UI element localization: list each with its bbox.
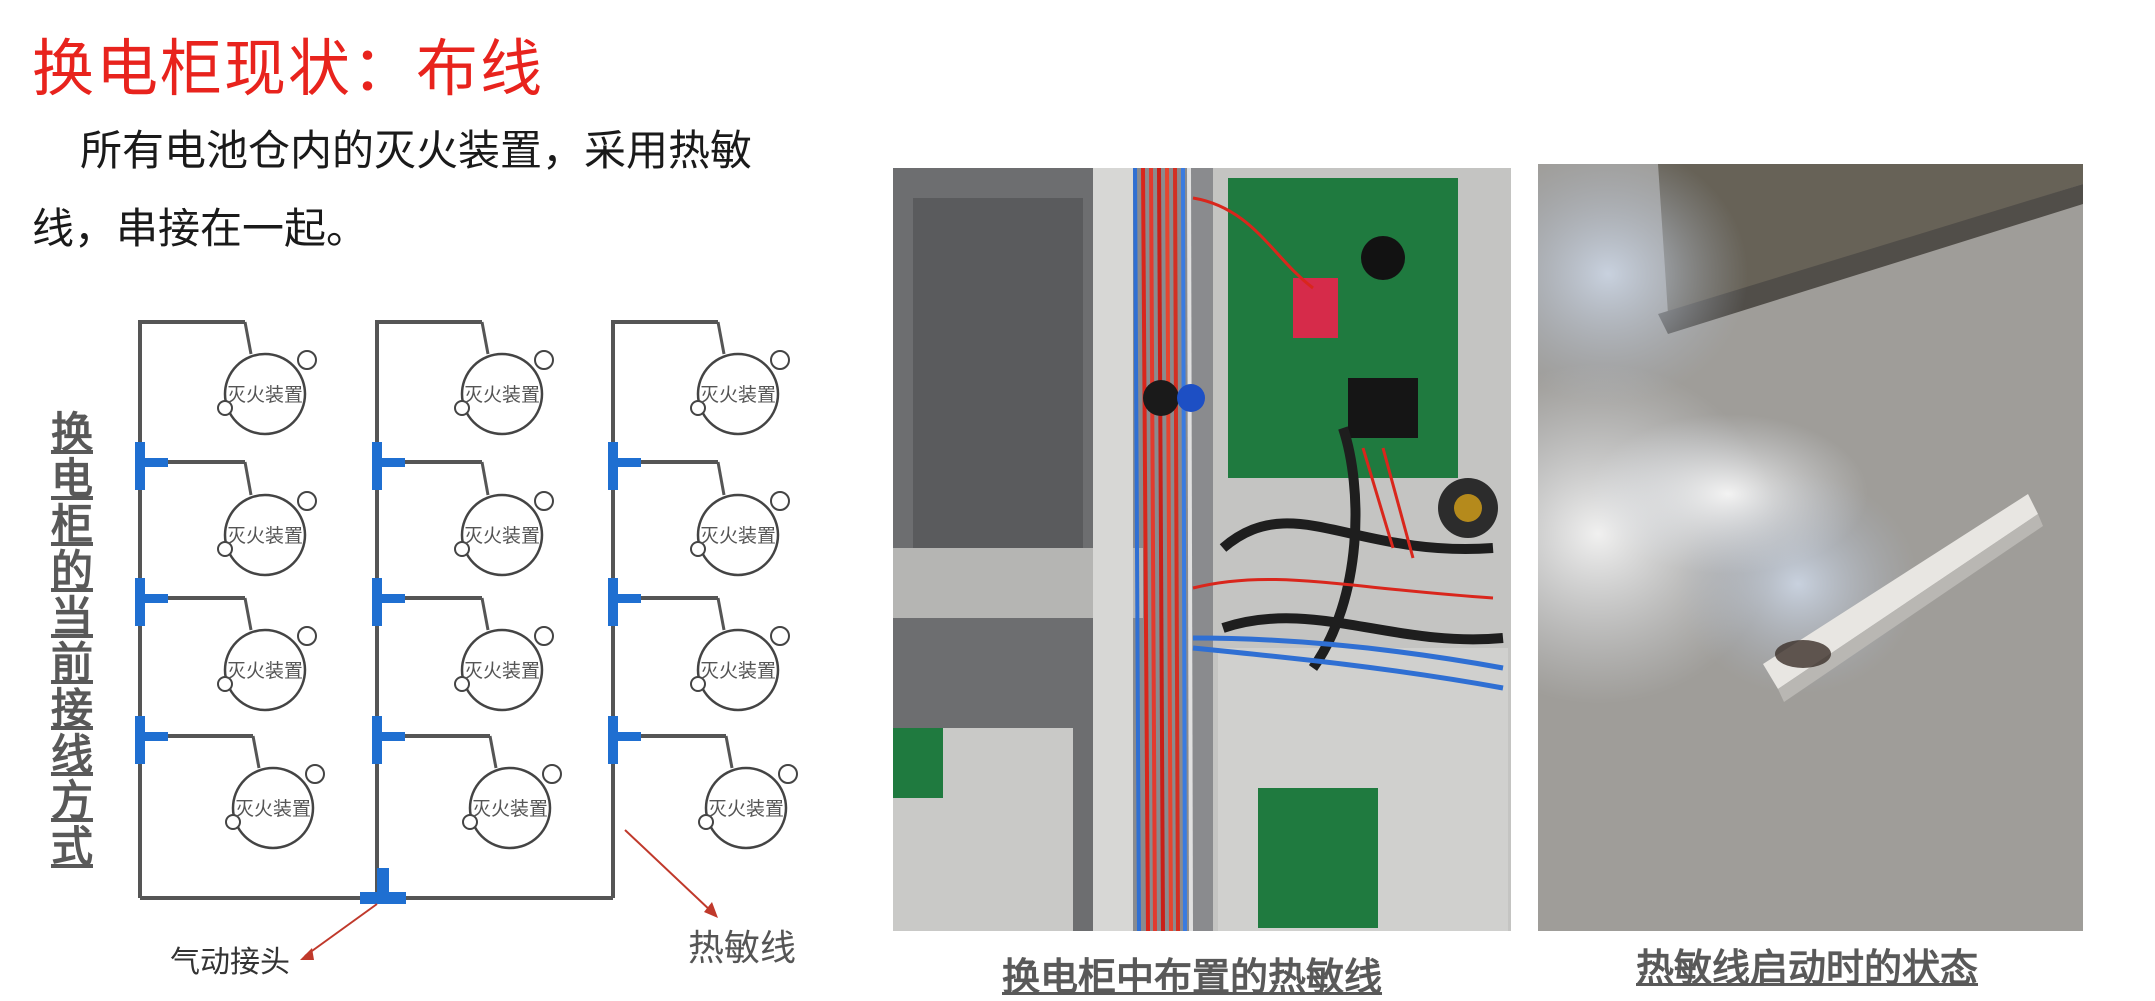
device-nozzle [724,735,734,769]
thermal-wire-activation-photo [1538,164,2083,931]
thermal-wire-label: 热敏线 [688,928,796,969]
thermal-wire-arrow [624,829,713,913]
device-label: 灭火装置 [464,525,540,547]
device-label: 灭火装置 [708,798,784,820]
wire-trunk [138,320,245,898]
device-nozzle [243,321,253,355]
device-nozzle [716,597,726,631]
fire-extinguisher-device [468,766,552,850]
fire-extinguisher-device [696,493,780,577]
device-label: 灭火装置 [235,798,311,820]
device-label: 灭火装置 [227,525,303,547]
pneumatic-connector [377,732,405,741]
pneumatic-connector [613,732,641,741]
wire-trunk [611,320,718,898]
left-photo-caption: 换电柜中布置的热敏线 [1002,955,1383,999]
device-label: 灭火装置 [227,660,303,682]
thermal-wire-arrowhead [704,902,718,918]
device-nozzle [488,735,498,769]
pneumatic-connector [140,458,168,467]
pneumatic-connector [377,594,405,603]
fire-extinguisher-device [223,352,307,436]
device-nozzle [251,735,261,769]
connector-label: 气动接头 [170,945,290,980]
device-fitting [454,541,470,557]
device-fitting [454,400,470,416]
device-fitting [770,350,790,370]
device-fitting [297,491,317,511]
device-fitting [778,764,798,784]
cabinet-wiring-photo [893,168,1511,931]
device-nozzle [716,321,726,355]
connector-arrow [304,903,378,957]
fire-extinguisher-device [460,628,544,712]
device-fitting [534,350,554,370]
device-fitting [690,676,706,692]
device-fitting [217,676,233,692]
fire-extinguisher-device [223,628,307,712]
device-fitting [462,814,478,830]
pneumatic-connector [613,594,641,603]
wire-trunk [375,320,482,898]
fire-extinguisher-device [696,352,780,436]
pneumatic-connector [377,868,389,904]
device-label: 灭火装置 [464,384,540,406]
device-nozzle [480,597,490,631]
right-photo-caption: 热敏线启动时的状态 [1636,946,1979,990]
slide-title: 换电柜现状：布线 [32,32,545,105]
device-label: 灭火装置 [700,660,776,682]
device-fitting [225,814,241,830]
device-nozzle [243,597,253,631]
device-fitting [534,491,554,511]
device-fitting [690,541,706,557]
fire-extinguisher-device [231,766,315,850]
device-fitting [770,626,790,646]
device-nozzle [480,321,490,355]
device-nozzle [243,461,253,496]
vertical-label: 换电柜的当前接线方式 [50,408,93,871]
device-label: 灭火装置 [700,525,776,547]
device-fitting [698,814,714,830]
fire-extinguisher-device [696,628,780,712]
pneumatic-connector [377,458,405,467]
pneumatic-connector [140,732,168,741]
fire-extinguisher-device [223,493,307,577]
device-nozzle [716,461,726,496]
device-fitting [454,676,470,692]
device-label: 灭火装置 [700,384,776,406]
device-fitting [217,400,233,416]
wiring-diagram: 灭火装置灭火装置灭火装置灭火装置灭火装置灭火装置灭火装置灭火装置灭火装置灭火装置… [135,320,798,980]
fire-extinguisher-device [460,352,544,436]
fire-extinguisher-device [704,766,788,850]
device-fitting [542,764,562,784]
device-fitting [297,626,317,646]
device-fitting [305,764,325,784]
intro-text: 所有电池仓内的灭火装置，采用热敏线，串接在一起。 [32,126,753,253]
device-label: 灭火装置 [227,384,303,406]
fire-extinguisher-device [460,493,544,577]
device-nozzle [480,461,490,496]
pneumatic-connector [140,594,168,603]
device-fitting [690,400,706,416]
connector-arrowhead [300,948,314,960]
device-fitting [770,491,790,511]
device-label: 灭火装置 [472,798,548,820]
device-fitting [217,541,233,557]
device-fitting [534,626,554,646]
device-label: 灭火装置 [464,660,540,682]
pneumatic-connector [613,458,641,467]
device-fitting [297,350,317,370]
